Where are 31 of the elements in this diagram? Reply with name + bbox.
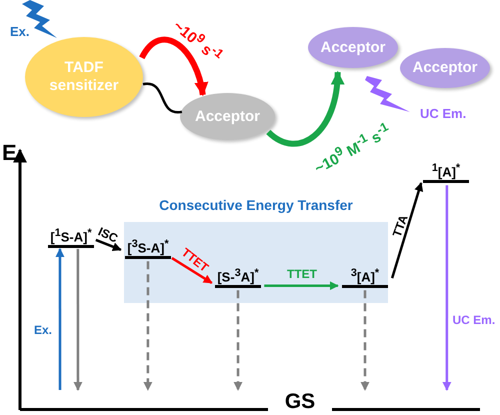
energy-level: $^{3}$[A]$^{*}$ [342, 265, 388, 288]
arrow [73, 248, 82, 391]
energy-level: [$^{3}$S-A]$^{*}$ [125, 236, 171, 259]
band-title: Consecutive Energy Transfer [158, 197, 354, 213]
arrow [171, 257, 213, 284]
dashed-arrow [234, 290, 243, 391]
dashed-arrow [360, 290, 370, 391]
axis-label: E [2, 140, 17, 166]
arrow [390, 182, 424, 278]
arrow [55, 248, 64, 390]
energy-transfer-band [124, 197, 388, 303]
energy-level: [$^{1}$S-A]$^{*}$ [48, 225, 94, 248]
dashed-arrow [143, 261, 152, 391]
excitation-label: Ex. [10, 24, 30, 39]
energy-level: $^{1}$[A]$^{*}$ [423, 160, 469, 183]
edge-label: TTET [287, 267, 317, 281]
emission-label: UC Em. [420, 106, 466, 121]
edge-label: ISC [96, 224, 120, 246]
acceptor-ellipse: Acceptor [180, 93, 275, 140]
edge-label: TTA [390, 213, 411, 239]
arrow [264, 281, 339, 290]
sensitizer-ellipse: TADF sensitizer [25, 37, 143, 117]
ground-state-level [20, 390, 480, 411]
acceptor-ellipse: Acceptor [400, 48, 490, 88]
arrow [95, 238, 122, 252]
arrow [442, 185, 452, 391]
energy-level: [S-$^{3}$A]$^{*}$ [215, 265, 261, 288]
edge-label: Ex. [34, 323, 52, 337]
ground-state-label: GS [268, 390, 332, 414]
edge-label: UC Em. [452, 313, 496, 327]
acceptor-ellipse: Acceptor [308, 27, 398, 68]
